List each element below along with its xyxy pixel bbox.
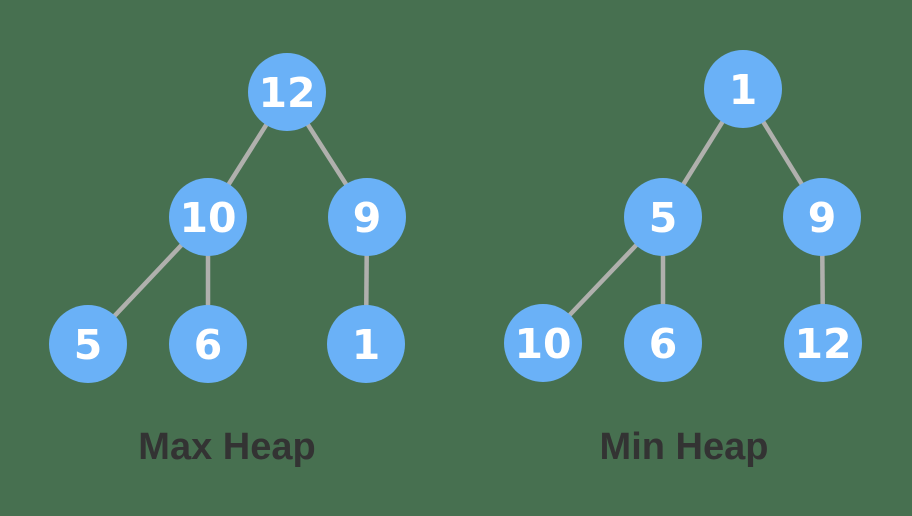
node-value: 1 xyxy=(352,321,381,369)
node-value: 6 xyxy=(649,320,678,368)
max-heap-node-9 xyxy=(328,178,406,256)
min-heap-node-1 xyxy=(704,50,782,128)
min-heap-node-6 xyxy=(624,304,702,382)
min-heap-node-12 xyxy=(784,304,862,382)
node-value: 9 xyxy=(808,194,837,242)
min-heap-node-5 xyxy=(624,178,702,256)
max-heap-node-10 xyxy=(169,178,247,256)
node-value: 12 xyxy=(794,320,851,368)
node-value: 1 xyxy=(729,66,758,114)
min-heap-label: Min Heap xyxy=(600,426,769,468)
max-heap-node-6 xyxy=(169,305,247,383)
node-value: 6 xyxy=(194,321,223,369)
node-value: 5 xyxy=(649,194,678,242)
node-value: 9 xyxy=(353,194,382,242)
node-value: 10 xyxy=(514,320,571,368)
max-heap-node-5 xyxy=(49,305,127,383)
node-value: 10 xyxy=(179,194,236,242)
node-value: 5 xyxy=(74,321,103,369)
max-heap-label: Max Heap xyxy=(138,426,315,468)
min-heap-node-10 xyxy=(504,304,582,382)
min-heap-node-9 xyxy=(783,178,861,256)
max-heap-node-12 xyxy=(248,53,326,131)
max-heap-node-1 xyxy=(327,305,405,383)
node-value: 12 xyxy=(258,69,315,117)
